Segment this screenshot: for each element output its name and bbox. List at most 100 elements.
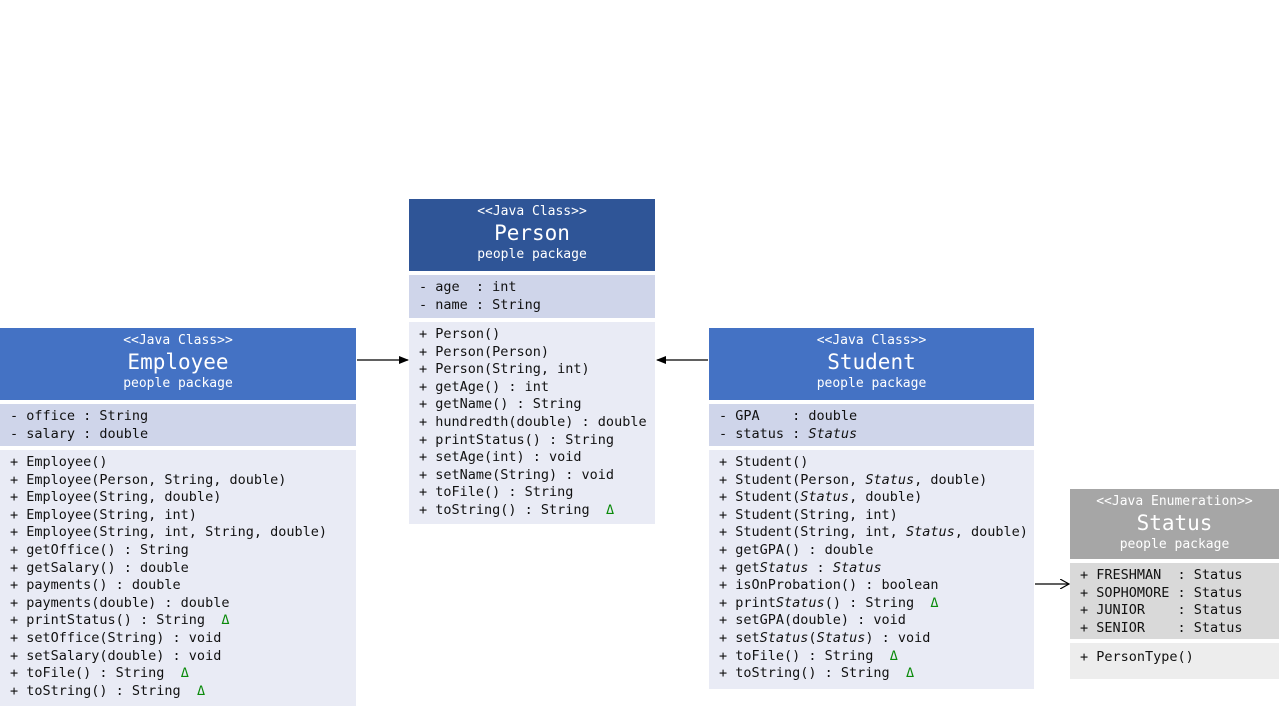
method-row: + printStatus() : String Δ bbox=[719, 595, 1024, 613]
method-row: + Employee(String, int, String, double) bbox=[10, 524, 346, 542]
person-methods-section: + Person()+ Person(Person)+ Person(Strin… bbox=[409, 322, 655, 524]
method-text: + toString() : String bbox=[719, 665, 890, 682]
override-marker: Δ bbox=[589, 501, 615, 518]
method-text: + getSalary() : double bbox=[10, 559, 189, 576]
method-row: + setStatus(Status) : void bbox=[719, 630, 1024, 648]
attribute-text: - salary : double bbox=[10, 425, 149, 442]
method-text: + toString() : String bbox=[10, 682, 181, 699]
method-row: + toFile() : String Δ bbox=[10, 665, 346, 683]
employee-package-label: people package bbox=[123, 376, 233, 391]
method-row: + getName() : String bbox=[419, 396, 645, 414]
person-class-header: <<Java Class>> Person people package bbox=[409, 199, 655, 271]
method-row: + hundredth(double) : double bbox=[419, 413, 647, 432]
method-row: + Student(String, int, Status, double) bbox=[719, 524, 1028, 542]
student-methods-section: + Student()+ Student(Person, Status, dou… bbox=[709, 450, 1034, 689]
attribute-text: - office : String bbox=[10, 408, 149, 424]
constant-text: + SOPHOMORE : Status bbox=[1080, 584, 1243, 601]
method-row: + Student(Person, Status, double) bbox=[719, 472, 1024, 490]
override-marker: Δ bbox=[180, 682, 206, 699]
constant-text: + JUNIOR : Status bbox=[1080, 602, 1243, 619]
override-marker: Δ bbox=[873, 647, 898, 664]
attribute-row: - salary : double bbox=[10, 426, 346, 444]
method-row: + PersonType() bbox=[1080, 649, 1269, 667]
method-text: + setAge(int) : void bbox=[419, 449, 582, 466]
person-stereotype: <<Java Class>> bbox=[477, 204, 587, 219]
status-constants-section: + FRESHMAN : Status+ SOPHOMORE : Status+… bbox=[1070, 563, 1279, 639]
method-text: + payments() : double bbox=[10, 577, 181, 594]
constant-row: + JUNIOR : Status bbox=[1080, 602, 1269, 620]
method-row: + printStatus() : String Δ bbox=[10, 612, 346, 630]
override-marker: Δ bbox=[914, 594, 939, 611]
method-row: + setOffice(String) : void bbox=[10, 630, 346, 648]
method-text: + Employee(String, double) bbox=[10, 489, 222, 506]
method-row: + setName(String) : void bbox=[419, 467, 645, 485]
constant-row: + SENIOR : Status bbox=[1080, 620, 1269, 638]
method-text: + setName(String) : void bbox=[419, 466, 615, 483]
method-text: + setOffice(String) : void bbox=[10, 629, 222, 646]
method-text: + hundredth(double) : double bbox=[419, 413, 647, 430]
method-row: + getAge() : int bbox=[419, 379, 645, 397]
method-text: + toFile() : String bbox=[719, 647, 874, 664]
status-enum-name: Status bbox=[1136, 511, 1213, 535]
student-class-header: <<Java Class>> Student people package bbox=[709, 328, 1034, 400]
constant-text: + FRESHMAN : Status bbox=[1080, 567, 1243, 583]
constant-row: + FRESHMAN : Status bbox=[1080, 567, 1269, 585]
employee-class-box: <<Java Class>> Employee people package -… bbox=[0, 328, 356, 706]
method-text: + Student(Status, double) bbox=[719, 489, 923, 506]
method-text: + Employee(Person, String, double) bbox=[10, 471, 287, 488]
method-row: + setSalary(double) : void bbox=[10, 648, 346, 666]
method-text: + setSalary(double) : void bbox=[10, 647, 222, 664]
attribute-text: - GPA : double bbox=[719, 408, 858, 424]
method-text: + Employee(String, int) bbox=[10, 506, 197, 523]
method-text: + getStatus : Status bbox=[719, 559, 882, 576]
method-text: + Person() bbox=[419, 326, 501, 342]
method-text: + Person(Person) bbox=[419, 343, 550, 360]
attribute-text: - name : String bbox=[419, 296, 541, 313]
status-methods-section: + PersonType() bbox=[1070, 643, 1279, 679]
method-text: + toFile() : String bbox=[419, 484, 574, 501]
method-row: + payments() : double bbox=[10, 577, 346, 595]
method-row: + toFile() : String Δ bbox=[719, 648, 1024, 666]
method-text: + payments(double) : double bbox=[10, 594, 230, 611]
method-row: + Employee(Person, String, double) bbox=[10, 472, 346, 490]
method-row: + toString() : String Δ bbox=[419, 502, 645, 520]
method-row: + Student(Status, double) bbox=[719, 489, 1024, 507]
attribute-row: - name : String bbox=[419, 297, 645, 315]
method-text: + Employee() bbox=[10, 454, 108, 470]
status-package-label: people package bbox=[1119, 537, 1230, 552]
method-row: + Employee() bbox=[10, 454, 346, 472]
method-row: + Person() bbox=[419, 326, 645, 344]
constant-row: + SOPHOMORE : Status bbox=[1080, 585, 1269, 603]
method-text: + Student(Person, Status, double) bbox=[719, 471, 988, 488]
attribute-row: - GPA : double bbox=[719, 408, 1024, 426]
attribute-row: - office : String bbox=[10, 408, 346, 426]
method-row: + Student(String, int) bbox=[719, 507, 1024, 525]
method-row: + Employee(String, double) bbox=[10, 489, 346, 507]
method-text: + getAge() : int bbox=[419, 378, 550, 395]
status-enum-header: <<Java Enumeration>> Status people packa… bbox=[1070, 489, 1279, 559]
method-row: + setAge(int) : void bbox=[419, 449, 645, 467]
method-text: + PersonType() bbox=[1080, 649, 1194, 665]
method-text: + isOnProbation() : boolean bbox=[719, 577, 939, 594]
student-stereotype: <<Java Class>> bbox=[816, 333, 927, 348]
method-text: + printStatus() : String bbox=[719, 594, 915, 611]
method-text: + getName() : String bbox=[419, 396, 582, 413]
attribute-row: - status : Status bbox=[719, 426, 1024, 444]
employee-class-header: <<Java Class>> Employee people package bbox=[0, 328, 356, 400]
student-class-name: Student bbox=[827, 350, 916, 374]
method-text: + setGPA(double) : void bbox=[719, 612, 906, 629]
method-row: + isOnProbation() : boolean bbox=[719, 577, 1024, 595]
method-text: + setStatus(Status) : void bbox=[719, 629, 931, 646]
override-marker: Δ bbox=[889, 665, 915, 682]
method-text: + printStatus() : String bbox=[419, 431, 615, 448]
student-package-label: people package bbox=[816, 376, 927, 391]
attribute-text: - status : Status bbox=[719, 425, 858, 442]
student-attributes-section: - GPA : double- status : Status bbox=[709, 404, 1034, 446]
person-class-name: Person bbox=[494, 221, 570, 245]
constant-text: + SENIOR : Status bbox=[1080, 619, 1243, 636]
attribute-row: - age : int bbox=[419, 279, 645, 297]
method-text: + getGPA() : double bbox=[719, 541, 874, 558]
employee-attributes-section: - office : String- salary : double bbox=[0, 404, 356, 446]
status-stereotype: <<Java Enumeration>> bbox=[1096, 494, 1253, 509]
